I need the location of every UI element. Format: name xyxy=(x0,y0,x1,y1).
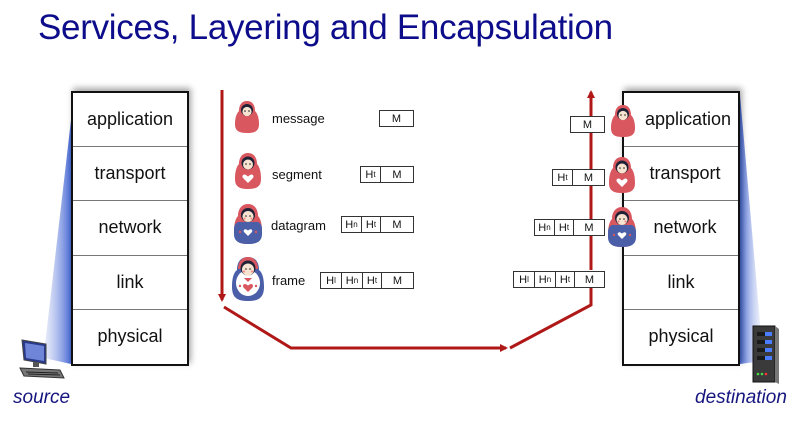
server-tower-icon xyxy=(752,325,779,384)
payload-cell: M xyxy=(392,168,402,181)
message-packet: M xyxy=(379,110,414,127)
destination-layer-network: network xyxy=(624,201,738,256)
source-layer-link: link xyxy=(73,256,187,310)
source-layer-network: network xyxy=(73,201,187,256)
source-protocol-stack: application transport network link physi… xyxy=(71,91,189,366)
payload-cell: M xyxy=(584,273,595,286)
source-label: source xyxy=(13,387,71,408)
desktop-computer-icon xyxy=(19,339,65,379)
message-doll-icon xyxy=(235,101,259,133)
page-title: Services, Layering and Encapsulation xyxy=(38,8,613,47)
datagram-label: datagram xyxy=(271,218,326,233)
payload-cell: M xyxy=(584,221,594,234)
payload-cell: M xyxy=(583,171,594,184)
dest-segment-doll-icon xyxy=(609,157,635,193)
destination-protocol-stack: application transport network link physi… xyxy=(622,91,740,366)
dest-datagram-doll-icon xyxy=(608,207,636,247)
message-label: message xyxy=(272,111,325,126)
payload-cell: M xyxy=(392,218,402,231)
dest-message-packet: M xyxy=(570,116,605,133)
segment-doll-icon xyxy=(235,153,261,189)
frame-doll-icon xyxy=(232,257,264,301)
destination-layer-link: link xyxy=(624,256,738,310)
datagram-doll-icon xyxy=(234,204,262,244)
source-layer-physical: physical xyxy=(97,326,163,347)
destination-label: destination xyxy=(695,387,787,408)
source-layer-transport: transport xyxy=(73,147,187,202)
frame-label: frame xyxy=(272,273,306,288)
destination-layer-application: application xyxy=(624,93,738,148)
payload-cell: M xyxy=(391,112,402,125)
destination-layer-physical: physical xyxy=(648,326,714,347)
dest-message-doll-icon xyxy=(611,105,635,137)
segment-label: segment xyxy=(272,167,322,182)
destination-layer-transport: transport xyxy=(624,147,738,202)
source-layer-application: application xyxy=(73,93,187,148)
payload-cell: M xyxy=(582,118,593,131)
payload-cell: M xyxy=(392,274,403,287)
destination-projection xyxy=(740,95,770,364)
source-projection xyxy=(30,120,71,364)
